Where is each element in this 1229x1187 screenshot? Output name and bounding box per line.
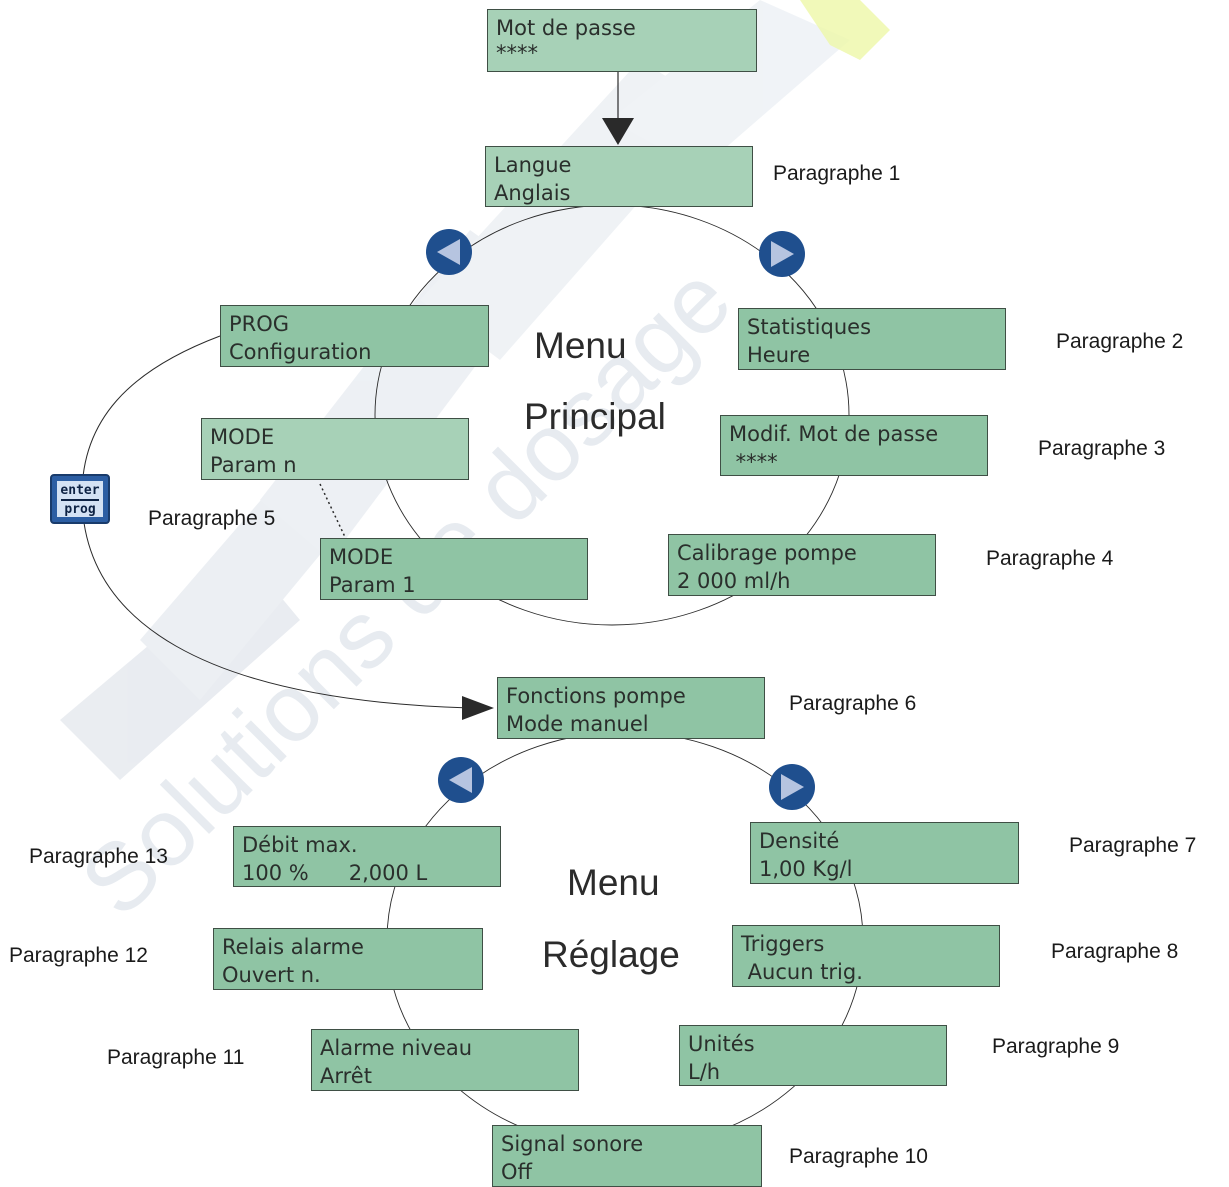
screen-relais-alarme[interactable]: Relais alarme Ouvert n. xyxy=(213,928,483,990)
screen-line1: Unités xyxy=(688,1032,755,1056)
screen-mode-param-n[interactable]: MODE Param n xyxy=(201,418,469,480)
screen-fonctions-pompe[interactable]: Fonctions pompe Mode manuel xyxy=(497,677,765,739)
screen-line2: L/h xyxy=(688,1060,721,1084)
paragraph-label: Paragraphe 5 xyxy=(148,507,276,530)
screen-line2: **** xyxy=(729,450,778,474)
screen-line2: Param 1 xyxy=(329,573,416,597)
screen-line1: Signal sonore xyxy=(501,1132,644,1156)
screen-modif-mot-de-passe[interactable]: Modif. Mot de passe **** xyxy=(720,415,988,476)
screen-line2: Off xyxy=(501,1160,532,1184)
screen-alarme-niveau[interactable]: Alarme niveau Arrêt xyxy=(311,1029,579,1091)
screen-statistiques[interactable]: Statistiques Heure xyxy=(738,308,1006,370)
screen-debit-max[interactable]: Débit max. 100 % 2,000 L xyxy=(233,826,501,887)
arrowhead-fonctions xyxy=(462,696,494,720)
screen-line1: Modif. Mot de passe xyxy=(729,422,939,446)
screen-line1: Densité xyxy=(759,829,840,853)
menu-principal-title-line1: Menu xyxy=(534,325,627,366)
paragraph-label: Paragraphe 2 xyxy=(1056,330,1184,353)
screen-mode-param-1[interactable]: MODE Param 1 xyxy=(320,538,588,600)
screen-line2: Param n xyxy=(210,453,297,477)
screen-line1: Triggers xyxy=(741,932,825,956)
screen-line2: Configuration xyxy=(229,340,372,364)
password-screen: Mot de passe **** xyxy=(487,9,757,72)
screen-line1: Alarme niveau xyxy=(320,1036,473,1060)
screen-line1: Langue xyxy=(494,153,572,177)
screen-line1: Calibrage pompe xyxy=(677,541,857,565)
paragraph-label: Paragraphe 8 xyxy=(1051,940,1179,963)
right-arrow-circle-icon[interactable] xyxy=(769,764,815,810)
screen-calibrage-pompe[interactable]: Calibrage pompe 2 000 ml/h xyxy=(668,534,936,596)
enter-key-label: enter xyxy=(60,483,100,498)
paragraph-label: Paragraphe 7 xyxy=(1069,834,1197,857)
paragraph-label: Paragraphe 6 xyxy=(789,692,917,715)
screen-line1: MODE xyxy=(329,545,394,569)
screen-line2: Aucun trig. xyxy=(741,960,863,984)
screen-triggers[interactable]: Triggers Aucun trig. xyxy=(732,925,1000,987)
screen-line2: 100 % 2,000 L xyxy=(242,861,428,885)
menu-reglage-title-line1: Menu xyxy=(567,862,660,903)
screen-line2: Mode manuel xyxy=(506,712,649,736)
screen-signal-sonore[interactable]: Signal sonore Off xyxy=(492,1125,762,1187)
paragraph-label: Paragraphe 3 xyxy=(1038,437,1166,460)
right-arrow-circle-icon[interactable] xyxy=(759,231,805,277)
screen-line1: Statistiques xyxy=(747,315,872,339)
left-arrow-circle-icon[interactable] xyxy=(438,757,484,803)
screen-langue[interactable]: Langue Anglais xyxy=(485,146,753,207)
prog-key-label: prog xyxy=(64,502,96,517)
prog-to-fonctions-path xyxy=(81,335,471,709)
menu-reglage-title-line2: Réglage xyxy=(542,934,680,975)
paragraph-label: Paragraphe 12 xyxy=(9,944,148,967)
screen-line1: Fonctions pompe xyxy=(506,684,686,708)
screen-line2: 1,00 Kg/l xyxy=(759,857,853,881)
screen-line1: MODE xyxy=(210,425,275,449)
screen-line1: Relais alarme xyxy=(222,935,364,959)
paragraph-label: Paragraphe 9 xyxy=(992,1035,1120,1058)
screen-line1: Mot de passe xyxy=(496,16,636,40)
paragraph-label: Paragraphe 13 xyxy=(29,845,168,868)
left-arrow-circle-icon[interactable] xyxy=(426,229,472,275)
paragraph-label: Paragraphe 11 xyxy=(107,1046,245,1069)
screen-line1: PROG xyxy=(229,312,290,336)
screen-line2: **** xyxy=(496,41,538,65)
screen-line2: Arrêt xyxy=(320,1064,372,1088)
arrowhead-langue xyxy=(602,118,634,145)
paragraph-label: Paragraphe 1 xyxy=(773,162,901,185)
screen-prog-configuration[interactable]: PROG Configuration xyxy=(220,305,489,367)
screen-line2: Heure xyxy=(747,343,811,367)
screen-line2: Anglais xyxy=(494,181,571,205)
screen-densite[interactable]: Densité 1,00 Kg/l xyxy=(750,822,1019,884)
menu-principal-title-line2: Principal xyxy=(524,396,666,437)
screen-line1: Débit max. xyxy=(242,833,358,857)
paragraph-label: Paragraphe 10 xyxy=(789,1145,928,1168)
enter-prog-key-icon[interactable]: enter prog xyxy=(50,474,110,524)
screen-unites[interactable]: Unités L/h xyxy=(679,1025,947,1086)
screen-line2: Ouvert n. xyxy=(222,963,321,987)
paragraph-label: Paragraphe 4 xyxy=(986,547,1114,570)
screen-line2: 2 000 ml/h xyxy=(677,569,791,593)
